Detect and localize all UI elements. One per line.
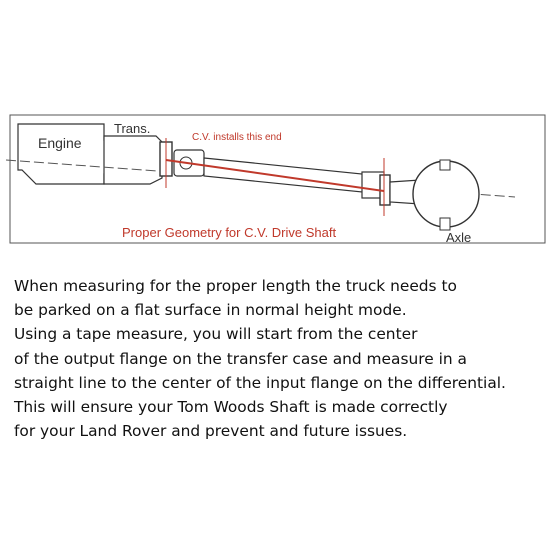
instruction-line: of the output flange on the transfer cas… [14, 349, 467, 368]
instruction-line: This will ensure your Tom Woods Shaft is… [14, 398, 448, 417]
engine-block [17, 123, 117, 185]
diagram-caption: Proper Geometry for C.V. Drive Shaft [122, 225, 336, 240]
instruction-line: straight line to the center of the input… [14, 373, 506, 392]
cv-label: C.V. installs this end [192, 132, 282, 143]
differential-housing [412, 160, 480, 228]
instructions-text: When measuring for the proper length the… [14, 274, 550, 443]
instruction-line: be parked on a flat surface in normal he… [14, 301, 407, 320]
drive-shaft-diagram: Engine Trans. C.V. installs this end Axl… [5, 114, 546, 245]
transmission [103, 135, 163, 185]
axle-tube-top [439, 159, 451, 171]
axle-label: Axle [446, 230, 471, 245]
axle-tube-bottom [439, 217, 451, 231]
instruction-line: When measuring for the proper length the… [14, 277, 457, 295]
drive-shaft-tube [203, 157, 373, 194]
instruction-line: Using a tape measure, you will start fro… [14, 325, 418, 344]
trans-label: Trans. [114, 121, 150, 136]
diagram-frame [9, 114, 546, 244]
measurement-line [165, 159, 385, 192]
engine-label: Engine [38, 135, 82, 151]
instruction-line: for your Land Rover and prevent and futu… [14, 422, 408, 441]
